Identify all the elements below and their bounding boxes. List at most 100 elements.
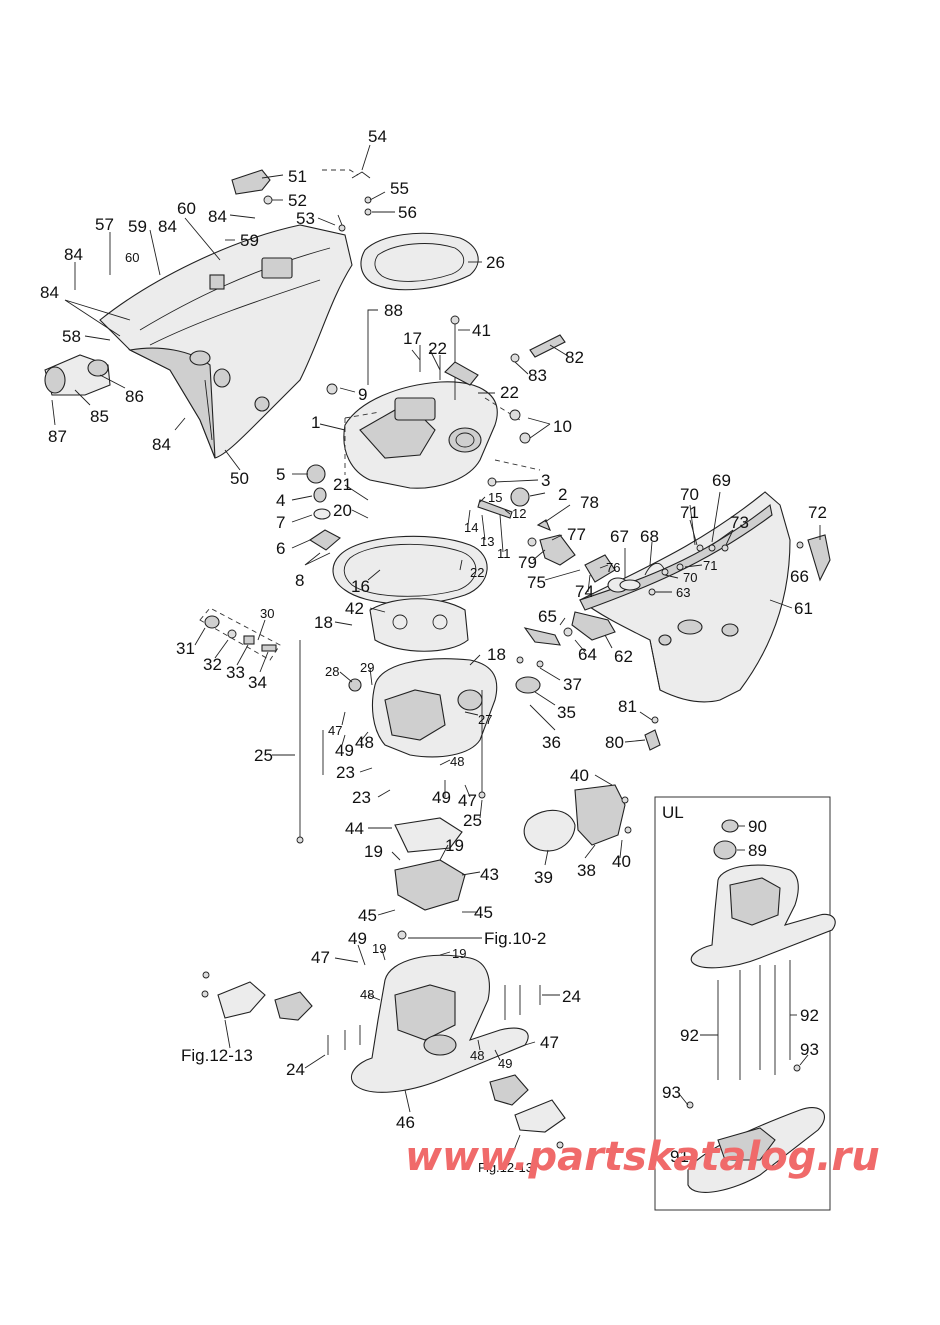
label-45-b: 45 (474, 903, 493, 922)
label-5: 5 (276, 465, 285, 484)
small-parts-top (337, 171, 372, 232)
gasket-42 (369, 598, 469, 652)
label-53: 53 (296, 209, 315, 228)
label-49-d: 49 (498, 1056, 512, 1071)
label-65: 65 (538, 607, 557, 626)
label-68: 68 (640, 527, 659, 546)
label-63: 63 (676, 585, 690, 600)
ul-box-label: UL (662, 803, 684, 822)
label-91: 91 (670, 1147, 689, 1166)
upper-casing-1 (343, 381, 541, 489)
label-51: 51 (288, 167, 307, 186)
label-19-d: 19 (452, 946, 466, 961)
label-7: 7 (276, 513, 285, 532)
parts-80-81 (644, 716, 661, 751)
label-88: 88 (384, 301, 403, 320)
leader-lines (51, 144, 821, 1161)
label-11: 11 (497, 546, 511, 561)
label-38: 38 (577, 861, 596, 880)
parts-63-73 (619, 534, 831, 596)
label-36: 36 (542, 733, 561, 752)
upper-casing-46 (350, 954, 529, 1093)
label-18-b: 18 (487, 645, 506, 664)
gasket-16 (332, 535, 488, 605)
label-87: 87 (48, 427, 67, 446)
label-58: 58 (62, 327, 81, 346)
label-72: 72 (808, 503, 827, 522)
parts-35-37 (515, 656, 544, 694)
label-84-c: 84 (64, 245, 83, 264)
label-fig-12-13-a: Fig.12-13 (181, 1046, 253, 1065)
label-84-e: 84 (152, 435, 171, 454)
label-73: 73 (730, 513, 749, 532)
label-57: 57 (95, 215, 114, 234)
label-23-a: 23 (336, 763, 355, 782)
label-89: 89 (748, 841, 767, 860)
label-43: 43 (480, 865, 499, 884)
label-23-b: 23 (352, 788, 371, 807)
label-82: 82 (565, 348, 584, 367)
label-92-b: 92 (800, 1006, 819, 1025)
label-49-b: 49 (432, 788, 451, 807)
label-50: 50 (230, 469, 249, 488)
label-49-c: 49 (348, 929, 367, 948)
label-32: 32 (203, 655, 222, 674)
parts-38-40 (523, 784, 632, 852)
label-2: 2 (558, 485, 567, 504)
label-8: 8 (295, 571, 304, 590)
label-21: 21 (333, 475, 352, 494)
label-3: 3 (541, 471, 550, 490)
label-25-b: 25 (463, 811, 482, 830)
label-24-a: 24 (562, 987, 581, 1006)
parts-62-65 (523, 611, 616, 646)
label-fig-12-13-b: Fig.12-13 (478, 1160, 533, 1175)
label-40-a: 40 (570, 766, 589, 785)
label-93-b: 93 (662, 1083, 681, 1102)
label-15: 15 (488, 490, 502, 505)
label-48-b: 48 (450, 754, 464, 769)
label-14: 14 (464, 520, 478, 535)
bolt-set-upper (326, 315, 566, 444)
label-47-d: 47 (540, 1033, 559, 1052)
label-10: 10 (553, 417, 572, 436)
label-67: 67 (610, 527, 629, 546)
label-54: 54 (368, 127, 387, 146)
handle-assembly (231, 169, 359, 205)
part-number-labels: 54 55 56 51 52 53 26 57 59 60 60 84 59 8… (40, 127, 827, 1175)
label-47-b: 47 (458, 791, 477, 810)
label-9: 9 (358, 385, 367, 404)
label-19-a: 19 (364, 842, 383, 861)
label-92-a: 92 (680, 1026, 699, 1045)
label-27: 27 (478, 712, 492, 727)
label-49-a: 49 (335, 741, 354, 760)
label-84-b: 84 (158, 217, 177, 236)
bolts-24 (327, 985, 541, 1055)
gasket-26 (360, 232, 479, 291)
label-12: 12 (512, 506, 526, 521)
label-4: 4 (276, 491, 285, 510)
label-26: 26 (486, 253, 505, 272)
rear-bracket (44, 354, 111, 396)
label-80: 80 (605, 733, 624, 752)
label-90: 90 (748, 817, 767, 836)
label-55: 55 (390, 179, 409, 198)
label-59: 59 (128, 217, 147, 236)
label-52: 52 (288, 191, 307, 210)
label-19-c: 19 (372, 941, 386, 956)
label-75: 75 (527, 573, 546, 592)
label-31: 31 (176, 639, 195, 658)
label-59-b: 59 (240, 231, 259, 250)
label-39: 39 (534, 868, 553, 887)
label-40-b: 40 (612, 852, 631, 871)
label-70-a: 70 (680, 485, 699, 504)
mount-left (201, 971, 313, 1021)
label-30: 30 (260, 606, 274, 621)
label-24-b: 24 (286, 1060, 305, 1079)
label-fig-10-2: Fig.10-2 (484, 929, 546, 948)
mount-right (489, 1074, 566, 1149)
label-22-b: 22 (500, 383, 519, 402)
label-35: 35 (557, 703, 576, 722)
label-19-b: 19 (445, 836, 464, 855)
label-47-c: 47 (311, 948, 330, 967)
